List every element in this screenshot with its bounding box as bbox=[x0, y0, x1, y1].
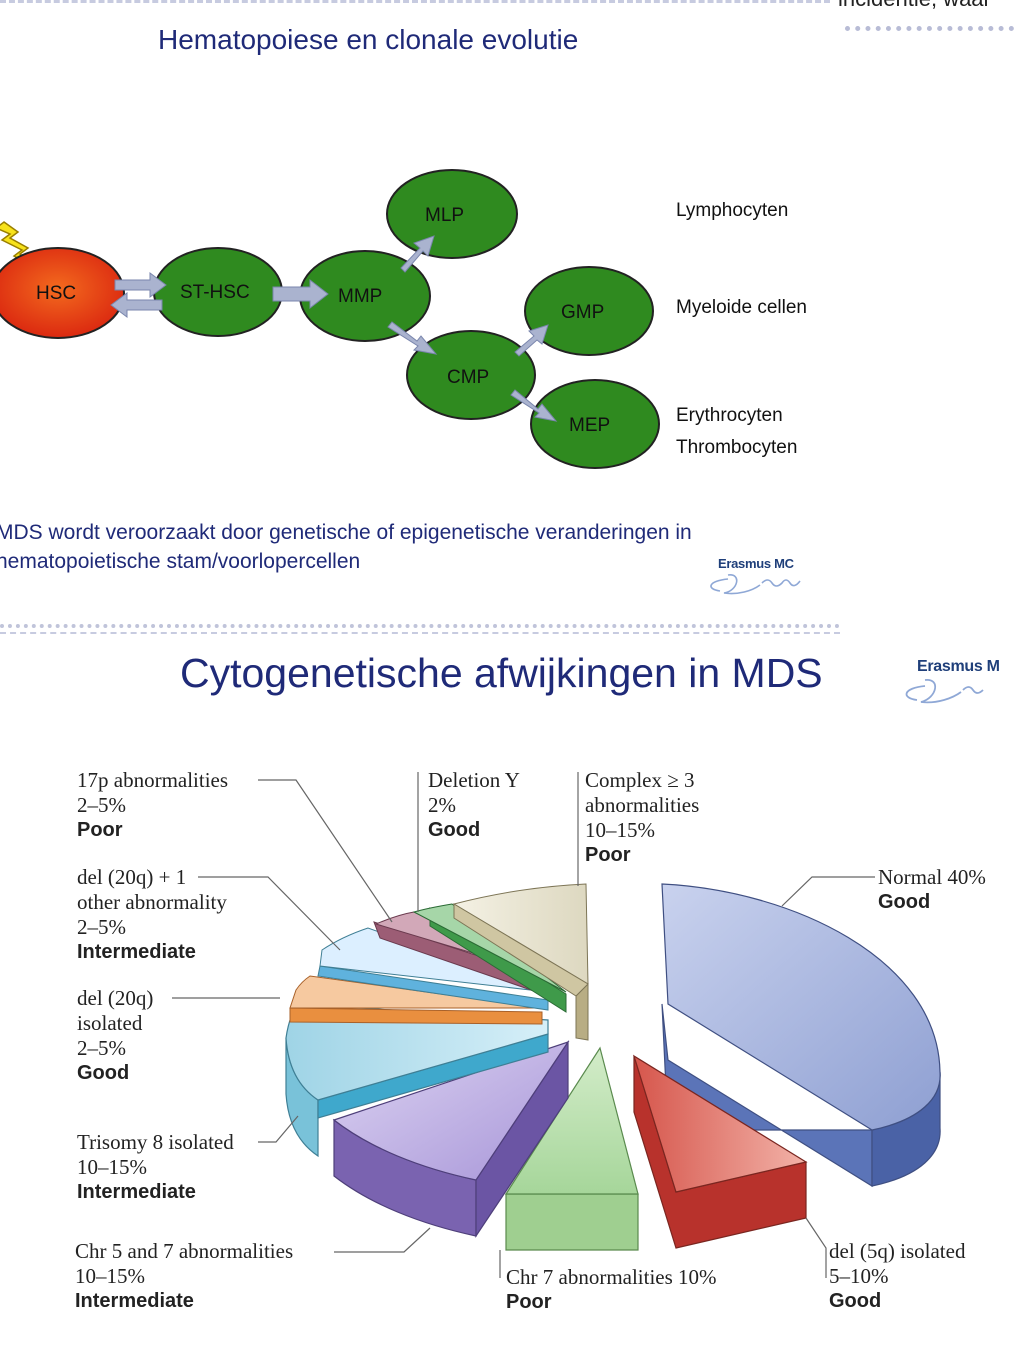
label-chr7: Chr 7 abnormalities 10% Poor bbox=[506, 1265, 717, 1315]
slide-divider bbox=[0, 624, 840, 628]
outcome-thrombocyten: Thrombocyten bbox=[676, 437, 798, 458]
slide2-top-border bbox=[0, 632, 840, 634]
node-label-cmp: CMP bbox=[447, 367, 490, 388]
slide-top-border bbox=[0, 0, 830, 3]
cytogenetics-pie-chart bbox=[172, 772, 941, 1278]
label-deletion-y-pct: 2% bbox=[428, 793, 456, 817]
label-deletion-y-name: Deletion Y bbox=[428, 768, 520, 792]
node-mlp bbox=[386, 169, 518, 259]
label-complex: Complex ≥ 3 abnormalities 10–15% Poor bbox=[585, 768, 699, 868]
label-normal-name: Normal 40% bbox=[878, 865, 986, 889]
slide-hematopoiesis: incidentie, waar Hematopoiese en clonale… bbox=[0, 0, 1014, 620]
node-label-st-hsc: ST-HSC bbox=[180, 282, 250, 303]
erasmus-logo: Erasmus M bbox=[905, 658, 1014, 708]
label-normal: Normal 40% Good bbox=[878, 865, 986, 915]
label-chr7-name: Chr 7 abnormalities 10% bbox=[506, 1265, 717, 1289]
label-chr7-category: Poor bbox=[506, 1291, 552, 1313]
label-17p-category: Poor bbox=[77, 819, 123, 841]
logo-signature-icon bbox=[710, 574, 801, 595]
label-del20q-plus1: del (20q) + 1 other abnormality 2–5% Int… bbox=[77, 865, 227, 965]
slide-top-border-right bbox=[845, 26, 1014, 31]
arrow-hsc-to-sthsc bbox=[114, 272, 167, 298]
label-del5q-pct: 5–10% bbox=[829, 1264, 889, 1288]
pie-slice-complex bbox=[452, 883, 589, 1041]
outcome-myeloide-cellen: Myeloide cellen bbox=[676, 297, 807, 318]
pie-slice-del5q bbox=[632, 1054, 808, 1249]
leader-lines bbox=[172, 772, 875, 1278]
logo-text: Erasmus M bbox=[917, 658, 1000, 675]
arrow-sthsc-to-mmp bbox=[272, 278, 329, 310]
erasmus-logo: Erasmus MC bbox=[710, 556, 822, 599]
label-del20q-name-2: isolated bbox=[77, 1011, 143, 1035]
node-label-hsc: HSC bbox=[36, 283, 77, 304]
label-chr5-7-pct: 10–15% bbox=[75, 1264, 145, 1288]
label-trisomy8-category: Intermediate bbox=[77, 1181, 196, 1203]
body-line-1: MDS wordt veroorzaakt door genetische of… bbox=[0, 521, 692, 544]
label-deletion-y: Deletion Y 2% Good bbox=[428, 768, 520, 843]
node-gmp bbox=[524, 266, 654, 356]
node-label-mlp: MLP bbox=[425, 205, 465, 226]
slide-title: Cytogenetische afwijkingen in MDS bbox=[180, 650, 823, 696]
node-label-gmp: GMP bbox=[561, 302, 605, 323]
slide-cytogenetics: Cytogenetische afwijkingen in MDS Erasmu… bbox=[0, 628, 1014, 1352]
hematopoiesis-diagram bbox=[0, 169, 660, 469]
arrow-cmp-to-mep bbox=[510, 389, 558, 422]
arrow-cmp-to-gmp bbox=[514, 324, 549, 357]
label-del20q: del (20q) isolated 2–5% Good bbox=[77, 986, 153, 1086]
label-del20q-plus1-name-1: del (20q) + 1 bbox=[77, 865, 187, 889]
pie-slice-deletion-y bbox=[412, 903, 567, 1013]
label-del5q-name: del (5q) isolated bbox=[829, 1239, 966, 1263]
cut-off-text: incidentie, waar bbox=[838, 0, 991, 12]
node-cmp bbox=[406, 330, 536, 420]
label-trisomy8-pct: 10–15% bbox=[77, 1155, 147, 1179]
label-17p-pct: 2–5% bbox=[77, 793, 126, 817]
label-17p-name: 17p abnormalities bbox=[77, 768, 229, 792]
label-chr5-7: Chr 5 and 7 abnormalities 10–15% Interme… bbox=[75, 1239, 293, 1314]
pie-slice-trisomy8 bbox=[285, 1003, 549, 1158]
label-complex-name-2: abnormalities bbox=[585, 793, 700, 817]
label-trisomy8: Trisomy 8 isolated 10–15% Intermediate bbox=[77, 1130, 234, 1205]
node-label-mep: MEP bbox=[569, 415, 611, 436]
label-17p: 17p abnormalities 2–5% Poor bbox=[77, 768, 228, 843]
label-del5q-category: Good bbox=[829, 1290, 882, 1312]
label-chr5-7-name: Chr 5 and 7 abnormalities bbox=[75, 1239, 294, 1263]
node-hsc bbox=[0, 247, 125, 339]
body-line-2: hematopoietische stam/voorlopercellen bbox=[0, 550, 361, 573]
label-complex-name-1: Complex ≥ 3 bbox=[585, 768, 695, 792]
slide-title: Hematopoiese en clonale evolutie bbox=[158, 24, 579, 55]
pie-slice-chr7 bbox=[504, 1046, 639, 1251]
outcome-lymphocyten: Lymphocyten bbox=[676, 200, 789, 221]
label-normal-category: Good bbox=[878, 891, 931, 913]
label-del20q-category: Good bbox=[77, 1062, 130, 1084]
arrow-sthsc-to-hsc bbox=[110, 292, 163, 318]
pie-slice-normal bbox=[661, 883, 941, 1188]
label-del20q-plus1-category: Intermediate bbox=[77, 941, 196, 963]
arrow-mmp-to-cmp bbox=[387, 321, 438, 355]
logo-text: Erasmus MC bbox=[718, 556, 794, 571]
node-label-mmp: MMP bbox=[338, 286, 383, 307]
label-deletion-y-category: Good bbox=[428, 819, 481, 841]
label-del5q: del (5q) isolated 5–10% Good bbox=[829, 1239, 965, 1314]
pie-slice-chr5-7 bbox=[332, 1040, 570, 1238]
label-del20q-name-1: del (20q) bbox=[77, 986, 154, 1010]
label-del20q-pct: 2–5% bbox=[77, 1036, 126, 1060]
logo-signature-icon bbox=[905, 679, 984, 704]
arrow-mmp-to-mlp bbox=[400, 235, 435, 273]
body-text: MDS wordt veroorzaakt door genetische of… bbox=[0, 518, 692, 576]
label-trisomy8-name: Trisomy 8 isolated bbox=[77, 1130, 234, 1154]
node-mep bbox=[530, 379, 660, 469]
outcome-erythrocyten: Erythrocyten bbox=[676, 405, 783, 426]
label-del20q-plus1-name-2: other abnormality bbox=[77, 890, 227, 914]
label-chr5-7-category: Intermediate bbox=[75, 1290, 194, 1312]
label-complex-pct: 10–15% bbox=[585, 818, 655, 842]
label-del20q-plus1-pct: 2–5% bbox=[77, 915, 126, 939]
label-complex-category: Poor bbox=[585, 844, 631, 866]
